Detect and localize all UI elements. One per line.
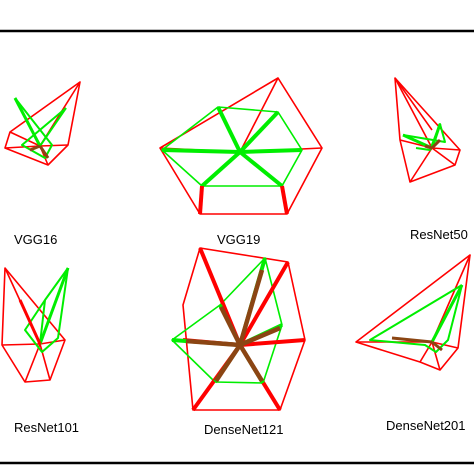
label-vgg16: VGG16 [14, 232, 58, 247]
label-resnet50: ResNet50 [410, 227, 468, 242]
radar-resnet101 [1, 267, 70, 383]
radar-vgg19 [159, 77, 323, 215]
label-vgg19: VGG19 [217, 232, 261, 247]
radar-densenet201 [355, 254, 471, 371]
radar-resnet50 [394, 77, 461, 183]
label-densenet201: DenseNet201 [386, 418, 466, 433]
radar-vgg16 [4, 81, 81, 166]
radar-densenet121 [171, 247, 306, 412]
label-resnet101: ResNet101 [14, 420, 80, 435]
label-densenet121: DenseNet121 [204, 422, 284, 437]
